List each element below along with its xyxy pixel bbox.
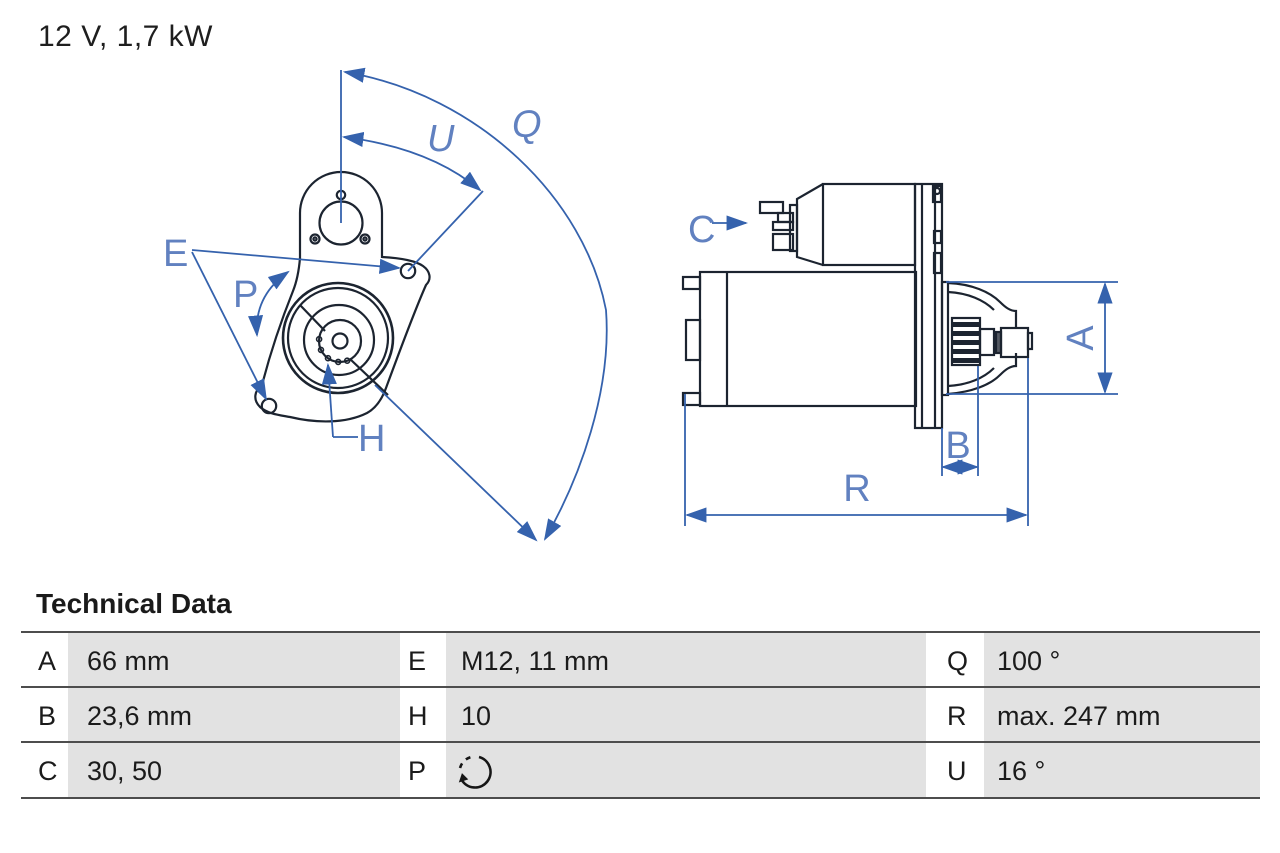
table-rule-top xyxy=(21,631,1260,633)
flange-bolt-top-head xyxy=(932,186,942,196)
table-value-c: 30, 50 xyxy=(87,756,163,786)
flange-plate xyxy=(913,182,944,430)
bracket-left-hole-dot xyxy=(312,236,318,242)
flange-outline xyxy=(254,255,431,423)
side-view-labels: C A B R xyxy=(688,209,1102,510)
table-key-q: Q xyxy=(947,646,969,676)
bell-top-edge xyxy=(947,281,1018,329)
bell-plate xyxy=(940,280,950,397)
flange-bolt-top xyxy=(931,184,943,204)
h-leader-vertical xyxy=(321,362,337,438)
table-key-c: C xyxy=(38,756,58,786)
flange-hole-bottom-left xyxy=(260,397,278,415)
table-key-r: R xyxy=(947,701,967,731)
table-key-b: B xyxy=(38,701,57,731)
table-rule-2 xyxy=(21,741,1260,743)
table-value-column-2-bg xyxy=(446,633,926,797)
table-value-h: 10 xyxy=(461,701,492,731)
q-reference-line xyxy=(374,384,538,542)
table-value-r: max. 247 mm xyxy=(997,701,1161,731)
bracket-right-hole xyxy=(359,233,371,245)
e-leader-top xyxy=(191,249,402,274)
table-key-u: U xyxy=(947,756,967,786)
bracket-right-hole-dot xyxy=(362,236,368,242)
pinion-teeth xyxy=(953,322,979,363)
front-view-labels: E P U Q H xyxy=(163,104,542,460)
front-view-dimensions xyxy=(191,67,608,542)
p-rotation-arrow xyxy=(247,270,290,338)
bell-inner-top xyxy=(947,290,995,311)
table-key-h: H xyxy=(408,701,428,731)
label-a: A xyxy=(1060,325,1102,351)
u-reference-line xyxy=(407,190,484,272)
body-tab-middle xyxy=(684,318,702,362)
side-view-dimensions xyxy=(684,215,1118,526)
page-title: 12 V, 1,7 kW xyxy=(38,20,213,53)
flange-bolt-mid xyxy=(932,229,943,245)
table-key-p: P xyxy=(408,756,427,786)
solenoid-cap xyxy=(795,183,824,267)
label-q: Q xyxy=(512,104,542,146)
terminal-stud-bottom xyxy=(771,232,795,252)
bell-bottom-edge xyxy=(947,353,1018,396)
terminal-step-2 xyxy=(771,220,795,232)
label-e: E xyxy=(163,233,188,275)
shaft-collar xyxy=(978,327,996,357)
table-rule-1 xyxy=(21,686,1260,688)
front-view xyxy=(254,170,431,423)
bell-inner-bottom xyxy=(947,367,995,388)
table-value-e: M12, 11 mm xyxy=(461,646,610,676)
label-u: U xyxy=(427,118,455,160)
clockwise-rotation-icon xyxy=(458,755,492,789)
body-tab-top xyxy=(681,275,702,291)
starter-motor-drawing: E P U Q H xyxy=(163,67,1118,542)
outer-ring xyxy=(281,281,395,395)
bracket-left-hole xyxy=(309,233,321,245)
label-h: H xyxy=(358,418,385,460)
table-value-b: 23,6 mm xyxy=(87,701,193,731)
table-key-e: E xyxy=(408,646,427,676)
table-key-a: A xyxy=(38,646,57,676)
table-value-column-3-bg xyxy=(984,633,1260,797)
shaft-circle xyxy=(317,318,363,364)
terminal-stud-top xyxy=(758,200,785,215)
table-value-u: 16 ° xyxy=(997,756,1046,786)
dim-arc-u xyxy=(341,131,482,192)
shaft-nub xyxy=(1026,331,1034,351)
solenoid-body xyxy=(821,182,917,267)
body-tab-bottom xyxy=(681,391,702,407)
e-leader-bottom xyxy=(191,251,267,401)
label-c: C xyxy=(688,209,715,251)
dim-arc-q xyxy=(342,67,608,541)
table-rule-bottom xyxy=(21,797,1260,799)
table-value-column-1-bg xyxy=(68,633,400,797)
label-r: R xyxy=(843,468,870,510)
shaft-center-hole xyxy=(331,332,349,350)
label-p: P xyxy=(233,274,258,316)
flange-bolt-low xyxy=(932,251,943,275)
table-value-q: 100 ° xyxy=(997,646,1061,676)
label-b: B xyxy=(945,425,970,467)
side-view xyxy=(681,182,1034,430)
table-value-a: 66 mm xyxy=(87,646,170,676)
section-line-upper xyxy=(299,304,326,332)
shaft-end-cap xyxy=(999,326,1030,359)
technical-data-heading: Technical Data xyxy=(36,588,232,619)
motor-body xyxy=(698,270,918,408)
